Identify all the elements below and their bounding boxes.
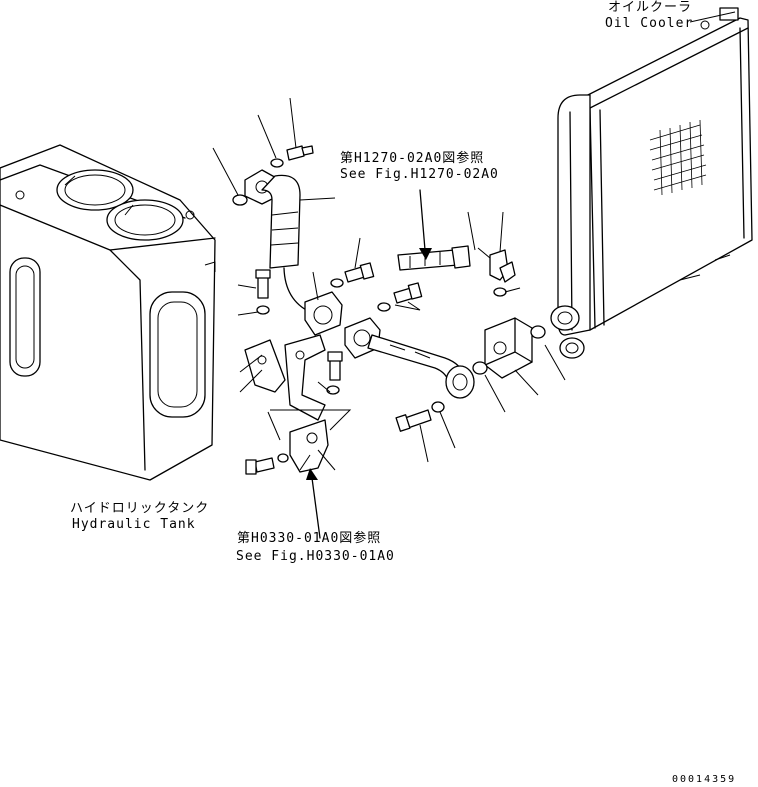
leader-lines	[212, 11, 736, 539]
hydraulic-tank-label-en: Hydraulic Tank	[72, 517, 196, 532]
cooler-top-fitting	[719, 7, 739, 21]
tank-side-window-right	[149, 291, 206, 418]
oil-cooler-label-en: Oil Cooler	[605, 16, 693, 31]
reference-lower-jp: 第H0330-01A0図参照	[237, 530, 381, 546]
cooler-outlet-flange-2	[559, 337, 585, 359]
cooler-outlet-flange-1	[550, 305, 580, 331]
oil-cooler	[550, 7, 753, 359]
mounting-bracket	[244, 334, 326, 421]
cooler-core-hatch	[649, 119, 707, 196]
hose-upper	[397, 245, 471, 271]
elbow-fitting	[489, 249, 516, 283]
oil-cooler-label-jp: オイルクーラ	[608, 0, 692, 15]
hydraulic-tank	[0, 144, 216, 481]
hose-assembly	[244, 169, 311, 313]
reference-upper-jp: 第H1270-02A0図参照	[340, 150, 484, 166]
reference-lower-en: See Fig.H0330-01A0	[236, 549, 395, 564]
connector-block	[484, 317, 533, 379]
tank-top-opening-2	[106, 199, 184, 241]
reference-upper-en: See Fig.H1270-02A0	[340, 167, 499, 182]
hydraulic-tank-label-jp: ハイドロリックタンク	[70, 501, 209, 516]
lower-support	[267, 409, 352, 473]
tank-side-window-left	[9, 257, 41, 377]
pipe-end-flange	[445, 365, 475, 399]
drawing-number: 00014359	[672, 774, 736, 785]
bolts-and-washers	[232, 145, 546, 475]
tank-top-opening-1	[56, 169, 134, 211]
pipe	[367, 334, 475, 399]
